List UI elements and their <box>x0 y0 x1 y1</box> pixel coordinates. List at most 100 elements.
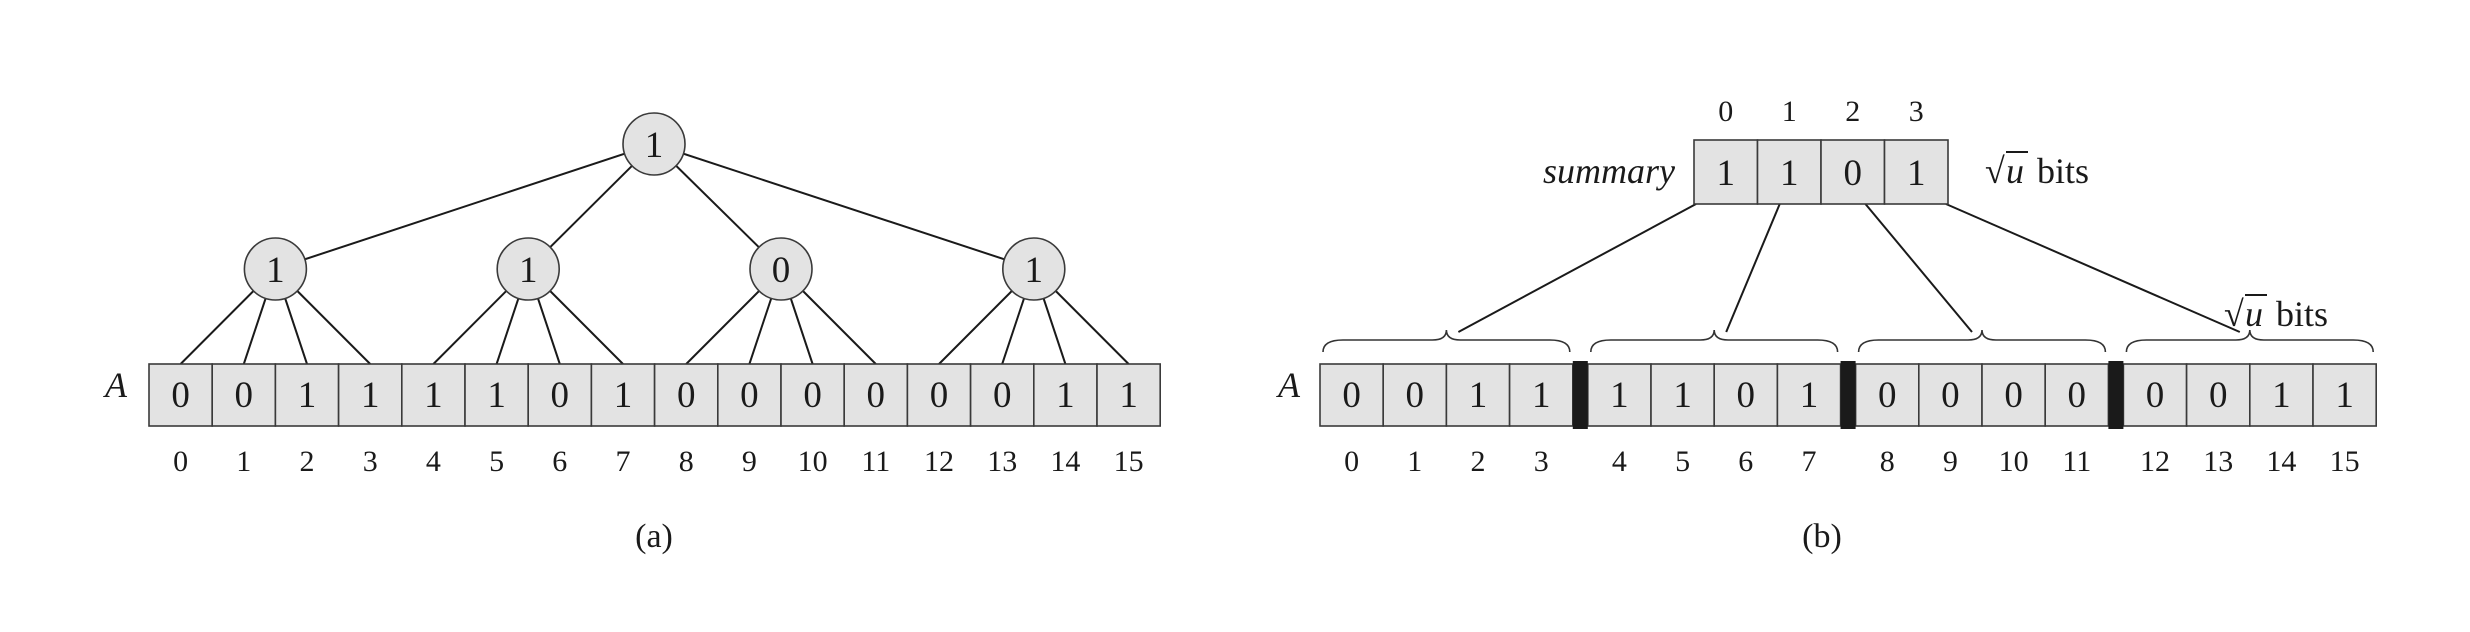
node-value: 1 <box>1025 250 1044 291</box>
bit-value: 1 <box>1800 375 1819 416</box>
bit-cell <box>1445 363 1511 427</box>
index-label: 2 <box>300 445 315 478</box>
bit-value: 1 <box>1532 375 1551 416</box>
bit-value: 1 <box>614 375 633 416</box>
index-label: 7 <box>616 445 631 478</box>
bit-value: 0 <box>867 375 886 416</box>
bit-cell <box>2312 363 2378 427</box>
cluster-separator <box>1840 361 1856 429</box>
index-label: 4 <box>426 445 441 478</box>
bit-cell <box>1319 363 1385 427</box>
bit-cell <box>590 363 656 427</box>
index-label: 6 <box>1738 445 1753 478</box>
cluster-brace <box>1590 329 1839 353</box>
index-label: 3 <box>363 445 378 478</box>
summary-cell <box>1883 139 1949 205</box>
index-label: 11 <box>861 445 890 478</box>
summary-connector <box>1945 203 2241 333</box>
bit-value: 0 <box>235 375 254 416</box>
bit-cell <box>2185 363 2251 427</box>
child-node <box>1002 237 1066 301</box>
bit-value: 0 <box>1878 375 1897 416</box>
index-label: 6 <box>552 445 567 478</box>
child-node <box>496 237 561 301</box>
bit-value: 1 <box>1056 375 1075 416</box>
bit-value: 0 <box>1941 375 1960 416</box>
cluster-brace <box>1857 329 2107 353</box>
index-label: 13 <box>2203 445 2233 478</box>
bit-cell <box>843 363 909 427</box>
bit-value: 1 <box>487 375 506 416</box>
node-value: 0 <box>772 250 791 291</box>
cluster-separator <box>2108 361 2124 429</box>
index-label: 14 <box>2266 445 2296 478</box>
index-label: 5 <box>1675 445 1690 478</box>
summary-bit-value: 0 <box>1844 153 1863 194</box>
cluster-braces <box>1322 329 2374 353</box>
panel-a-caption: (a) <box>635 518 673 555</box>
bit-cell <box>1713 363 1779 427</box>
bit-cell <box>211 363 277 427</box>
index-label: 4 <box>1612 445 1627 478</box>
bit-value: 0 <box>171 375 190 416</box>
summary-indices: 0 1 2 3 <box>1718 95 1924 128</box>
summary-cell <box>1820 139 1886 205</box>
summary-index-label: 1 <box>1782 95 1797 128</box>
index-label: 3 <box>1534 445 1549 478</box>
index-label: 1 <box>236 445 251 478</box>
summary-label: summary <box>1543 151 1675 191</box>
index-label: 1 <box>1407 445 1422 478</box>
bit-value: 0 <box>677 375 696 416</box>
bit-cell <box>1587 363 1652 427</box>
bit-value: 1 <box>1119 375 1138 416</box>
summary-index-label: 0 <box>1718 95 1733 128</box>
root-node <box>622 112 686 176</box>
sqrt-variable: u <box>2006 151 2024 191</box>
tree-edge <box>275 143 655 270</box>
summary-index-label: 2 <box>1845 95 1860 128</box>
sqrt-symbol: √ <box>1985 151 2005 191</box>
summary-connector <box>1457 203 1697 333</box>
index-label: 2 <box>1471 445 1486 478</box>
cluster-brace <box>1322 329 1571 353</box>
bit-value: 0 <box>2146 375 2165 416</box>
bit-value: 0 <box>551 375 570 416</box>
node-value: 1 <box>645 125 664 166</box>
bit-value: 0 <box>740 375 759 416</box>
cluster-brace <box>2125 329 2374 353</box>
cluster-separators <box>1572 361 2124 429</box>
bit-value: 1 <box>2335 375 2354 416</box>
index-label: 12 <box>924 445 954 478</box>
summary-connector-lines <box>1457 203 2241 333</box>
bit-cell <box>1981 363 2047 427</box>
bits-word-2: bits <box>2276 294 2328 334</box>
bit-cell <box>1650 363 1716 427</box>
bit-value: 1 <box>1610 375 1629 416</box>
node-value: 1 <box>266 250 285 291</box>
index-label: 12 <box>2140 445 2170 478</box>
index-label: 15 <box>1114 445 1144 478</box>
summary-bit-value: 1 <box>1907 153 1926 194</box>
index-label: 8 <box>679 445 694 478</box>
index-label: 10 <box>1999 445 2029 478</box>
panel-b-caption: (b) <box>1802 518 1842 555</box>
index-label: 9 <box>742 445 757 478</box>
array-label: A <box>103 365 128 405</box>
bit-cell <box>1033 363 1098 427</box>
bits-word: bits <box>2037 151 2089 191</box>
index-label: 0 <box>1344 445 1359 478</box>
summary-size-label: √ u bits <box>1985 151 2089 191</box>
index-label: 0 <box>173 445 188 478</box>
summary-bit-value: 1 <box>1780 153 1799 194</box>
array-label-b: A <box>1276 365 1301 405</box>
bit-value: 0 <box>930 375 949 416</box>
bit-value: 0 <box>1737 375 1756 416</box>
bit-cell <box>1382 363 1448 427</box>
summary-index-label: 3 <box>1909 95 1924 128</box>
cluster-size-label: √ u bits <box>2224 294 2328 334</box>
bit-value: 1 <box>361 375 380 416</box>
